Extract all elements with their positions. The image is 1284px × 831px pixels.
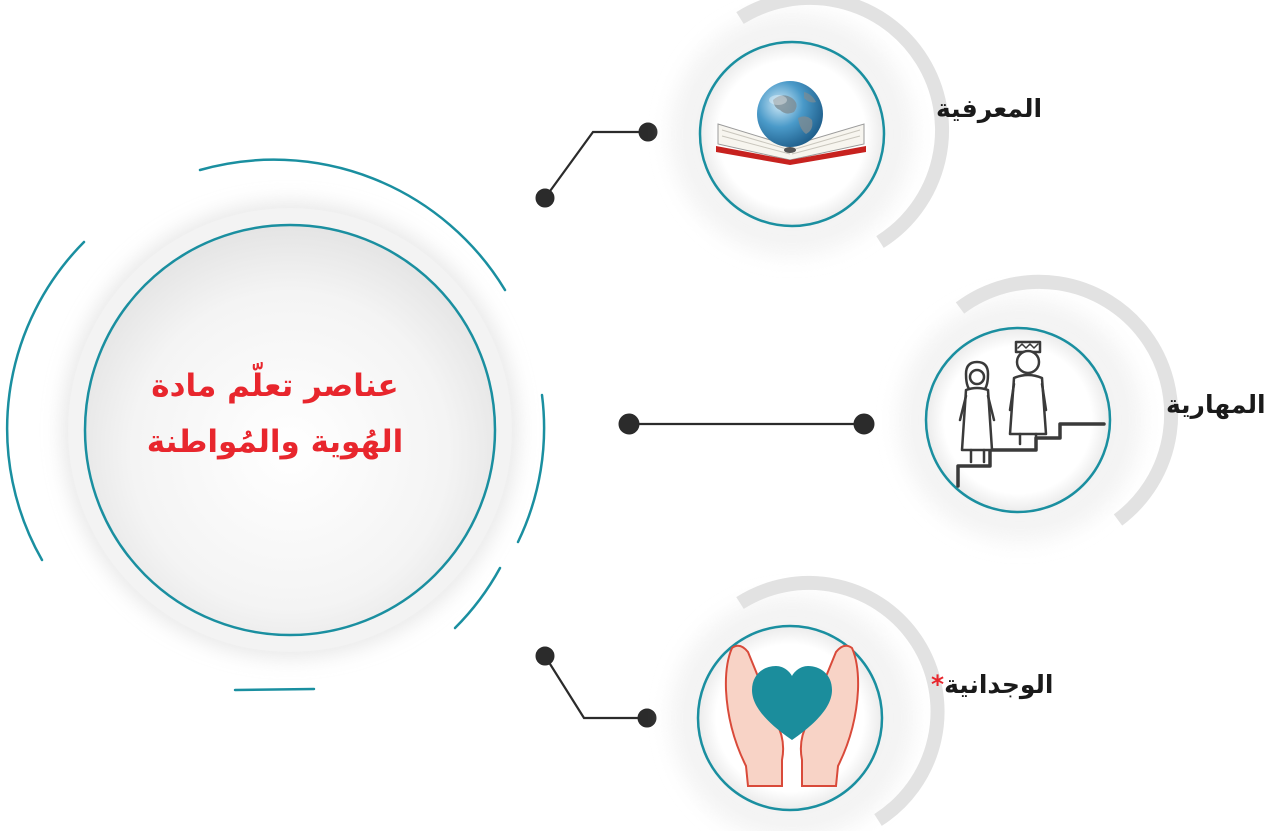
node-skills xyxy=(898,274,1179,542)
label-affective: الوجدانية* xyxy=(931,670,1054,699)
label-cognitive-text: المعرفية xyxy=(936,94,1043,123)
center-circle xyxy=(83,223,497,637)
outer-arc-left xyxy=(5,240,86,562)
connector-top xyxy=(535,122,658,208)
hands-holding-heart-icon xyxy=(724,644,860,787)
globe-on-book-icon xyxy=(716,81,866,165)
connector-bottom xyxy=(535,646,657,728)
node-affective xyxy=(670,575,945,831)
label-skills: المهارية xyxy=(1166,390,1266,419)
outer-arc-lower-right xyxy=(453,566,502,630)
center-hub xyxy=(5,158,546,692)
heart-icon xyxy=(752,666,832,740)
connector-middle xyxy=(618,413,875,435)
asterisk-marker: * xyxy=(931,670,945,699)
center-title-line2: الهُوية والمُواطنة xyxy=(146,424,404,460)
node-cognitive xyxy=(670,0,950,256)
children-climbing-stairs-icon xyxy=(956,340,1106,488)
outer-arc-bottom xyxy=(233,687,316,692)
outer-arc-right xyxy=(516,393,546,544)
center-title-line1: عناصر تعلّم مادة xyxy=(151,368,399,404)
center-title: عناصر تعلّم مادة الهُوية والمُواطنة xyxy=(95,358,455,470)
label-affective-text: الوجدانية xyxy=(944,670,1054,699)
outer-arc-top xyxy=(198,158,507,292)
label-skills-text: المهارية xyxy=(1166,390,1266,419)
label-cognitive: المعرفية xyxy=(936,94,1042,123)
